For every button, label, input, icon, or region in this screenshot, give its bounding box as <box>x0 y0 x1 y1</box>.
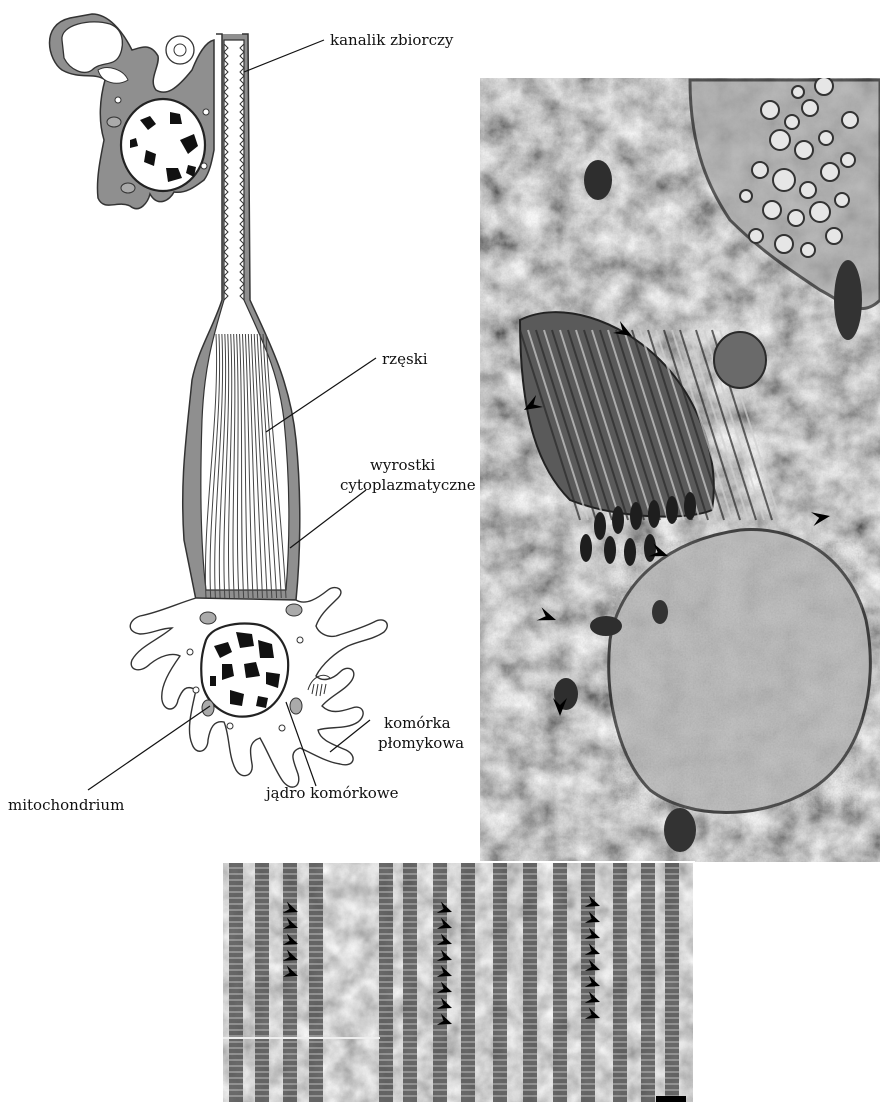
basal-body <box>684 492 696 520</box>
vesicle <box>763 201 781 219</box>
basal-body <box>580 534 592 562</box>
vesicle <box>770 130 790 150</box>
vesicle <box>761 101 779 119</box>
vesicle <box>801 243 815 257</box>
flame-cell-body <box>130 588 387 788</box>
basal-body <box>648 500 660 528</box>
label-mitochondrium: mitochondrium <box>8 796 124 814</box>
vesicle <box>841 153 855 167</box>
vesicle <box>821 163 839 181</box>
vesicle <box>795 141 813 159</box>
striated-rootlets-micrograph <box>222 862 694 1103</box>
duct-cell <box>50 14 215 209</box>
vesicle <box>826 228 842 244</box>
basal-body <box>594 512 606 540</box>
basal-body <box>666 496 678 524</box>
vesicle <box>810 202 830 222</box>
vesicle <box>842 112 858 128</box>
vesicle <box>815 77 833 95</box>
basal-body <box>612 506 624 534</box>
vesicle <box>819 131 833 145</box>
vesicle <box>773 169 795 191</box>
label-komorka-1: komórka <box>384 714 451 732</box>
vesicle <box>749 229 763 243</box>
label-wyrostki-2: cytoplazmatyczne <box>340 476 476 494</box>
scale-bar <box>656 1096 686 1102</box>
label-kanalik-zbiorczy: kanalik zbiorczy <box>330 31 454 49</box>
basal-body <box>624 538 636 566</box>
label-wyrostki-1: wyrostki <box>370 456 435 474</box>
label-jadro-komorkowe: jądro komórkowe <box>264 784 399 802</box>
vesicle <box>792 86 804 98</box>
vesicle <box>752 162 768 178</box>
label-rzeski: rzęski <box>382 350 428 368</box>
vesicle <box>785 115 799 129</box>
vesicle <box>740 190 752 202</box>
basal-body <box>630 502 642 530</box>
label-komorka-2: płomykowa <box>378 734 464 752</box>
basal-body <box>604 536 616 564</box>
tem-micrograph <box>480 77 880 862</box>
schematic-drawing: kanalik zbiorczy rzęski wyrostki cytopla… <box>8 14 476 814</box>
basal-body <box>644 534 656 562</box>
vesicle <box>835 193 849 207</box>
vesicle <box>788 210 804 226</box>
vesicle <box>775 235 793 253</box>
vesicle <box>800 182 816 198</box>
vesicle <box>802 100 818 116</box>
